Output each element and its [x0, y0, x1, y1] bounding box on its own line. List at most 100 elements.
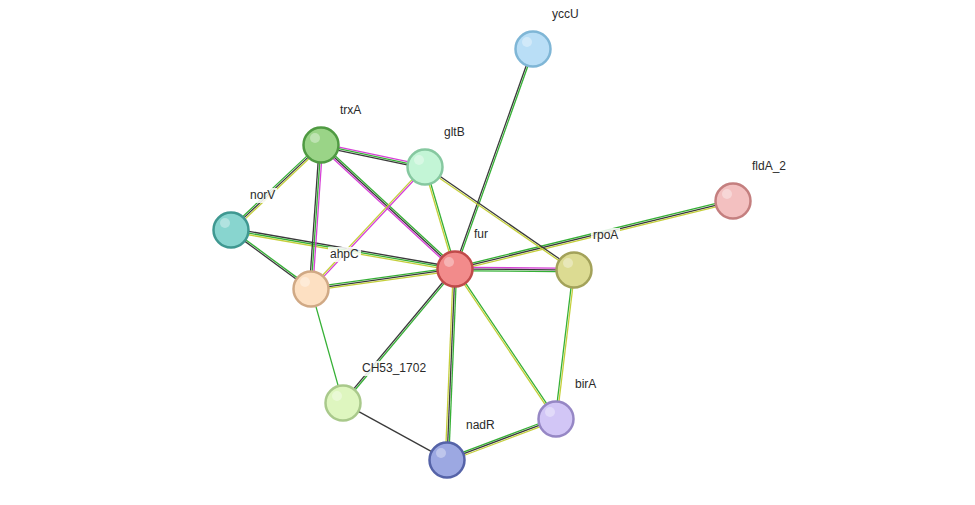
protein-node: ahpC	[292, 270, 330, 308]
interaction-edge	[473, 267, 556, 271]
node-circle	[324, 384, 362, 422]
interaction-edge	[323, 180, 414, 277]
evidence-line	[473, 267, 556, 269]
evidence-line	[446, 287, 452, 442]
evidence-line	[323, 180, 412, 276]
evidence-line	[473, 269, 556, 271]
evidence-line	[316, 306, 338, 385]
node-circle	[537, 400, 575, 438]
protein-label: CH53_1702	[360, 361, 428, 376]
node-circle-shape	[408, 150, 443, 185]
interaction-edge	[316, 306, 338, 385]
evidence-line	[473, 207, 716, 266]
protein-node: rpoA	[555, 251, 593, 289]
interaction-edge	[464, 283, 546, 404]
node-circle	[555, 251, 593, 289]
protein-node: trxA	[302, 126, 340, 164]
interaction-edge	[446, 287, 456, 442]
protein-label: nadR	[464, 418, 497, 433]
node-circle-shape	[438, 252, 473, 287]
node-circle	[514, 30, 552, 68]
interaction-edge	[429, 184, 450, 252]
interaction-edge	[245, 240, 297, 279]
node-circle-shape	[304, 128, 339, 163]
node-highlight	[522, 37, 532, 47]
evidence-line	[338, 150, 407, 165]
node-circle	[406, 148, 444, 186]
node-highlight	[563, 258, 573, 268]
evidence-line	[312, 163, 320, 271]
evidence-line	[324, 181, 413, 277]
protein-node: birA	[537, 400, 575, 438]
node-circle	[714, 182, 752, 220]
node-circle	[302, 126, 340, 164]
evidence-line	[245, 241, 296, 279]
node-highlight	[300, 277, 310, 287]
evidence-line	[559, 288, 573, 401]
evidence-line	[311, 163, 319, 271]
protein-node: CH53_1702	[324, 384, 362, 422]
evidence-line	[359, 412, 431, 452]
node-circle-shape	[716, 184, 751, 219]
evidence-line	[460, 66, 526, 252]
evidence-line	[439, 178, 558, 261]
protein-label: birA	[573, 377, 598, 392]
evidence-line	[462, 66, 528, 252]
protein-label: trxA	[338, 103, 363, 118]
node-circle	[292, 270, 330, 308]
node-highlight	[310, 133, 320, 143]
node-highlight	[545, 407, 555, 417]
interaction-edge	[472, 204, 716, 267]
interaction-edge	[557, 288, 572, 401]
node-circle-shape	[539, 402, 574, 437]
evidence-line	[440, 177, 559, 260]
evidence-line	[473, 270, 556, 272]
evidence-line	[339, 149, 408, 164]
evidence-line	[249, 231, 438, 264]
evidence-line	[472, 204, 715, 263]
node-circle-shape	[214, 213, 249, 248]
node-highlight	[220, 218, 230, 228]
protein-label: fldA_2	[750, 159, 788, 174]
node-circle-shape	[557, 253, 592, 288]
node-highlight	[414, 155, 424, 165]
evidence-line	[339, 147, 408, 162]
evidence-line	[557, 288, 571, 401]
evidence-line	[354, 282, 443, 388]
protein-node: norV	[212, 211, 250, 249]
protein-label: norV	[248, 188, 277, 203]
node-circle	[212, 211, 250, 249]
interaction-edge	[359, 412, 431, 452]
evidence-line	[464, 284, 545, 404]
protein-label: yccU	[550, 7, 581, 22]
evidence-line	[329, 273, 437, 288]
node-circle-shape	[294, 272, 329, 307]
interaction-edge	[243, 156, 309, 219]
evidence-line	[246, 240, 297, 278]
protein-node: yccU	[514, 30, 552, 68]
protein-label: gltB	[442, 125, 467, 140]
interaction-edge	[460, 66, 528, 253]
evidence-line	[245, 159, 309, 219]
evidence-line	[472, 205, 715, 264]
evidence-line	[466, 283, 547, 403]
evidence-line	[355, 283, 444, 389]
interaction-edge	[338, 147, 407, 165]
protein-node: nadR	[428, 441, 466, 479]
protein-node: gltB	[406, 148, 444, 186]
node-highlight	[444, 257, 454, 267]
interaction-edge	[354, 282, 444, 389]
node-circle	[436, 250, 474, 288]
evidence-line	[244, 157, 308, 217]
protein-label: rpoA	[591, 228, 620, 243]
node-circle-shape	[326, 386, 361, 421]
evidence-line	[329, 270, 437, 285]
node-highlight	[332, 391, 342, 401]
interaction-edge	[439, 177, 559, 261]
evidence-line	[314, 163, 322, 271]
protein-node: fldA_2	[714, 182, 752, 220]
node-circle	[428, 441, 466, 479]
protein-label: fur	[472, 227, 490, 242]
node-highlight	[722, 189, 732, 199]
node-highlight	[436, 448, 446, 458]
